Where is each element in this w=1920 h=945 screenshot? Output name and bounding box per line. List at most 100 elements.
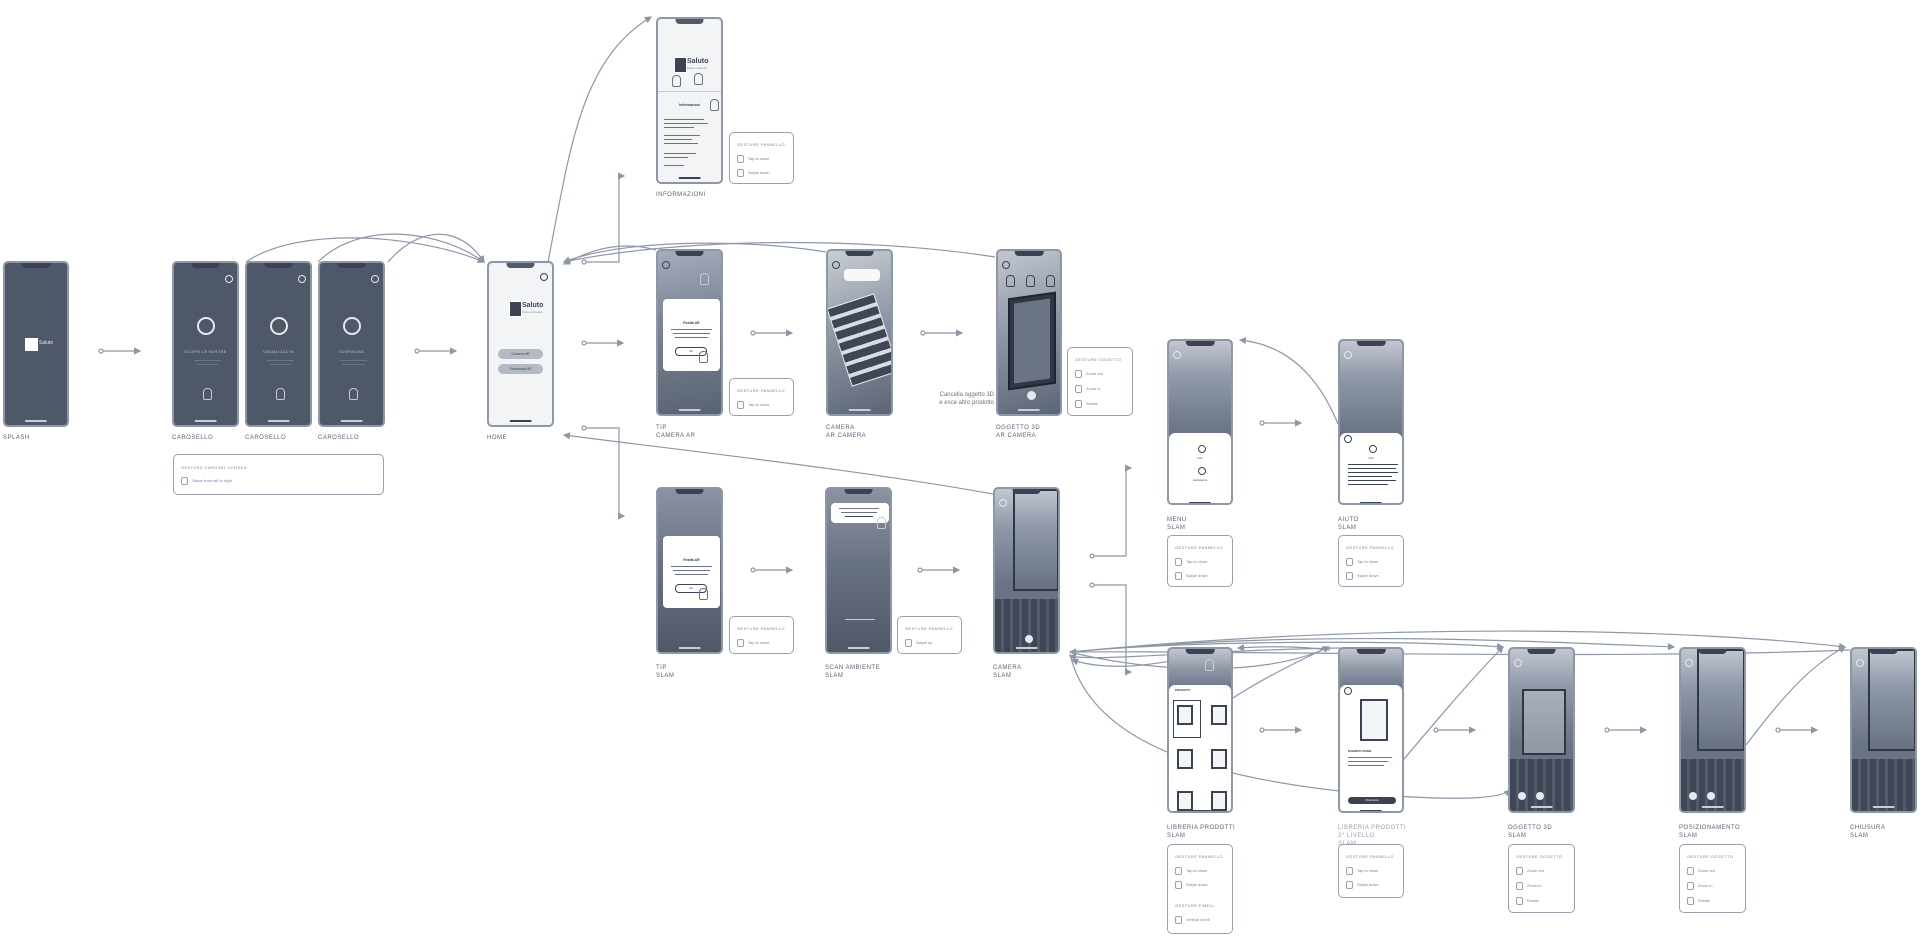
menu-item-assistance[interactable]: Assistenza xyxy=(1192,478,1208,482)
product-thumb[interactable] xyxy=(1211,705,1227,725)
gesture-box-title: GESTURE OGGETTO xyxy=(1516,854,1563,859)
text-line xyxy=(664,153,696,154)
screen-object3d-ar[interactable] xyxy=(996,249,1062,416)
info-icon[interactable] xyxy=(540,273,548,281)
screen-home[interactable]: Saluto Porte e finestre Camera AR Scansi… xyxy=(487,261,554,427)
menu-icon[interactable] xyxy=(1514,659,1522,667)
scan-ar-button[interactable]: Scansiona AR xyxy=(497,364,544,374)
hand-icon xyxy=(1175,572,1182,580)
notch xyxy=(1869,649,1898,654)
product-thumb[interactable] xyxy=(1177,705,1193,725)
connector-positioning-closing xyxy=(1775,726,1819,734)
text-line xyxy=(673,570,710,571)
gesture-box-tip-slam: GESTURE PANNELLO Tap to close xyxy=(729,616,794,654)
tap-hand-icon xyxy=(694,73,703,85)
screen-library2-slam[interactable]: ESEMPIO NOME Posiziona xyxy=(1338,647,1404,813)
notch xyxy=(1014,251,1044,256)
caption-tip-ar: TIP CAMERA AR xyxy=(656,425,696,439)
close-icon[interactable] xyxy=(225,275,233,283)
product-thumb[interactable] xyxy=(1211,791,1227,811)
text-line xyxy=(1348,476,1392,477)
swipe-hand-icon xyxy=(877,517,886,529)
delete-object-button[interactable] xyxy=(1518,792,1526,800)
menu-icon[interactable] xyxy=(1685,659,1693,667)
tip-card: Realtà AR Ok xyxy=(663,299,720,371)
hand-icon xyxy=(905,639,912,647)
screen-closing-slam[interactable] xyxy=(1850,647,1917,813)
hand-icon xyxy=(181,477,188,485)
help-title: Info xyxy=(1368,456,1374,460)
hand-icon xyxy=(1346,572,1353,580)
screen-carousel-3[interactable]: CONFIGURA xyxy=(318,261,385,427)
close-icon[interactable] xyxy=(298,275,306,283)
text-line xyxy=(664,139,692,140)
gesture-item: Tap to close xyxy=(737,401,769,409)
info-icon[interactable] xyxy=(1198,445,1206,453)
tip-card-title: Realtà AR xyxy=(683,558,700,562)
gesture-item: Tap to close xyxy=(1175,867,1207,875)
text-line xyxy=(269,364,292,365)
hand-icon xyxy=(1687,882,1694,890)
logo-text: Saluto xyxy=(522,302,544,309)
gesture-item: Swipe down xyxy=(1175,572,1208,580)
screen-menu-slam[interactable]: Info Assistenza xyxy=(1167,339,1233,505)
position-button[interactable]: Posiziona xyxy=(1348,797,1396,804)
screen-splash[interactable]: Saluto xyxy=(3,261,69,427)
screen-tip-slam[interactable]: Realtà AR Ok xyxy=(656,487,723,654)
gesture-item: Zoom in xyxy=(1075,385,1100,393)
product-thumb[interactable] xyxy=(1177,749,1193,769)
gesture-box-help-slam: GESTURE PANNELLO Tap to close Swipe down xyxy=(1338,535,1404,587)
back-icon[interactable] xyxy=(832,261,840,269)
close-icon[interactable] xyxy=(371,275,379,283)
confirm-button[interactable] xyxy=(1536,792,1544,800)
delete-object-button[interactable] xyxy=(1689,792,1697,800)
add-product-button[interactable] xyxy=(1025,635,1033,643)
menu-icon[interactable] xyxy=(1856,659,1864,667)
screen-carousel-1[interactable]: SCOPRI LE NOSTRE xyxy=(172,261,239,427)
selected-product-highlight xyxy=(1173,700,1201,738)
tap-hand-icon xyxy=(699,351,708,363)
back-icon[interactable] xyxy=(1002,261,1010,269)
screen-tip-ar[interactable]: Realtà AR Ok xyxy=(656,249,723,416)
delete-object-button[interactable] xyxy=(1027,391,1036,400)
tip-card-title: Realtà AR xyxy=(683,321,700,325)
text-line xyxy=(1348,484,1388,485)
back-icon[interactable] xyxy=(662,261,670,269)
logo-subtitle: Porte e finestre xyxy=(522,310,543,314)
screen-camera-ar[interactable] xyxy=(826,249,893,416)
curve-object3d-home xyxy=(562,241,996,265)
screen-help-slam[interactable]: Info xyxy=(1338,339,1404,505)
tap-hand-icon xyxy=(672,75,681,87)
connector-library2-object3d xyxy=(1433,726,1477,734)
confirm-button[interactable] xyxy=(1707,792,1715,800)
placed-window-model[interactable] xyxy=(1697,649,1744,751)
menu-item-info[interactable]: Info xyxy=(1197,456,1203,460)
home-indicator xyxy=(1359,502,1383,503)
gesture-item: Tap to close xyxy=(1346,558,1378,566)
screen-carousel-2[interactable]: VISUALIZZA IN xyxy=(245,261,312,427)
screen-library-slam[interactable]: PRODOTTI xyxy=(1167,647,1233,813)
menu-icon[interactable] xyxy=(1344,351,1352,359)
text-line xyxy=(671,566,712,567)
image-icon xyxy=(196,317,215,335)
product-thumb[interactable] xyxy=(1211,749,1227,769)
camera-ar-button[interactable]: Camera AR xyxy=(497,349,544,359)
screen-positioning-slam[interactable] xyxy=(1679,647,1746,813)
notch xyxy=(1356,341,1386,346)
screen-scan-slam[interactable] xyxy=(825,487,892,654)
gesture-box-title: GESTURE OGGETTO xyxy=(1075,357,1122,362)
back-icon[interactable] xyxy=(1344,687,1352,695)
screen-object3d-slam[interactable] xyxy=(1508,647,1575,813)
connector-cameraar-object3d xyxy=(920,329,964,337)
screen-camera-slam[interactable] xyxy=(993,487,1060,654)
menu-icon[interactable] xyxy=(1173,351,1181,359)
placed-window-model[interactable] xyxy=(1522,689,1566,755)
home-indicator xyxy=(1359,810,1383,811)
assistance-icon[interactable] xyxy=(1198,467,1206,475)
menu-icon[interactable] xyxy=(999,499,1007,507)
screen-info[interactable]: Saluto Porte e finestre Informazioni xyxy=(656,17,723,184)
product-thumb[interactable] xyxy=(1177,791,1193,811)
menu-panel: Info Assistenza xyxy=(1169,433,1231,503)
close-icon[interactable] xyxy=(1344,435,1352,443)
gesture-item: Rotate xyxy=(1516,897,1539,905)
